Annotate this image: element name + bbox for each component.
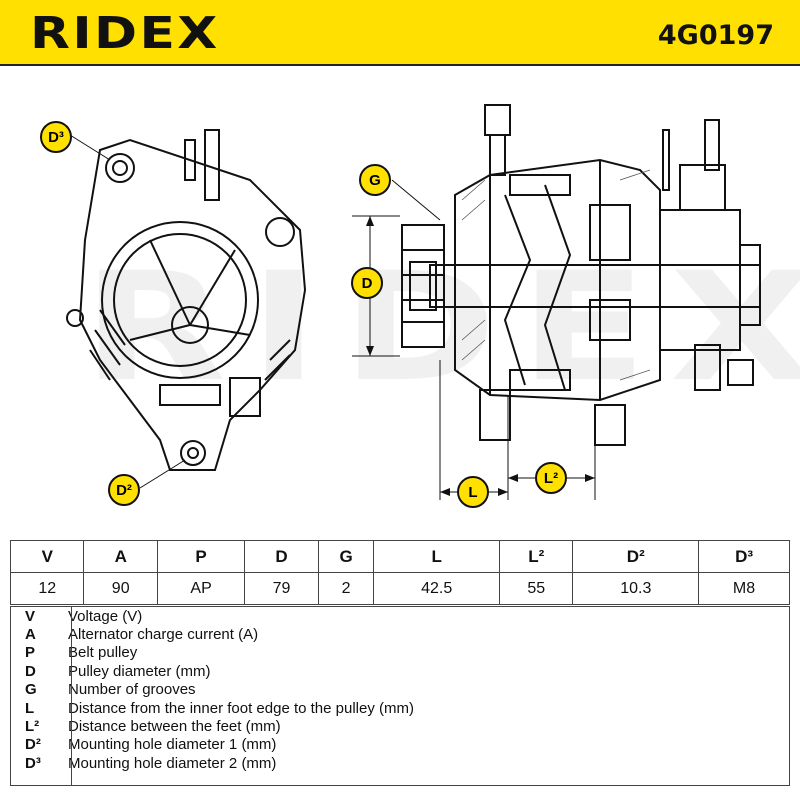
svg-text:G: G — [369, 172, 381, 189]
svg-text:D: D — [362, 275, 373, 292]
spec-value: 10.3 — [572, 572, 700, 605]
legend-item: D² Mounting hole diameter 1 (mm) — [11, 736, 789, 754]
legend-symbol: P — [25, 644, 36, 662]
callout-l: L — [457, 476, 489, 508]
legend-symbol: D — [25, 662, 36, 680]
legend-symbol: A — [25, 626, 36, 644]
legend-symbol: G — [25, 681, 37, 699]
legend-item: V Voltage (V) — [11, 607, 789, 625]
svg-text:L: L — [468, 484, 477, 501]
callout-d: D — [351, 267, 383, 299]
legend-description: Voltage (V) — [68, 607, 143, 625]
legend-description: Number of grooves — [68, 681, 196, 699]
legend-item: L² Distance between the feet (mm) — [11, 717, 789, 735]
legend-description: Mounting hole diameter 2 (mm) — [68, 754, 277, 772]
legend-symbol: V — [25, 607, 36, 625]
legend-description: Pulley diameter (mm) — [68, 662, 211, 680]
spec-header: D² — [572, 540, 700, 573]
spec-header: D³ — [698, 540, 790, 573]
legend-item: L Distance from the inner foot edge to t… — [11, 699, 789, 717]
legend-description: Mounting hole diameter 1 (mm) — [68, 736, 277, 754]
spec-header: G — [317, 540, 375, 573]
alternator-diagram: D³ G D D² L L² — [40, 104, 761, 508]
spec-value: 12 — [9, 572, 85, 605]
callout-d3: D³ — [40, 121, 72, 153]
legend-item: P Belt pulley — [11, 644, 789, 662]
alternator-front-view — [66, 129, 307, 471]
callout-g: G — [359, 164, 391, 196]
spec-header: D — [244, 540, 319, 573]
spec-value: 2 — [317, 572, 375, 605]
spec-header: V — [9, 540, 85, 573]
callout-d2: D² — [108, 474, 140, 506]
legend-divider — [71, 607, 72, 785]
spec-header: A — [83, 540, 158, 573]
legend-symbol: L — [25, 699, 35, 717]
svg-text:L²: L² — [544, 470, 558, 487]
technical-drawing: RIDEX — [0, 66, 800, 540]
spec-value: 55 — [498, 572, 574, 605]
spec-header: L — [373, 540, 500, 573]
spec-header: P — [156, 540, 246, 573]
legend-description: Distance between the feet (mm) — [68, 718, 281, 736]
legend-description: Belt pulley — [68, 644, 138, 662]
svg-text:D²: D² — [116, 482, 132, 499]
part-code: 4G0197 — [657, 20, 774, 51]
spec-value: M8 — [698, 572, 790, 605]
spec-value: 90 — [83, 572, 158, 605]
spec-value: 42.5 — [373, 572, 500, 605]
dimension-arrows — [366, 216, 595, 496]
legend-symbol: D³ — [25, 754, 41, 772]
header-bar: RIDEX 4G0197 — [0, 0, 800, 66]
spec-value: AP — [156, 572, 246, 605]
legend-item: D³ Mounting hole diameter 2 (mm) — [11, 754, 789, 772]
brand-logo: RIDEX — [30, 8, 220, 59]
spec-header-row: V A P D G L L² D² D³ — [9, 540, 790, 573]
legend-description: Distance from the inner foot edge to the… — [68, 699, 414, 717]
legend-symbol: L² — [25, 718, 40, 736]
legend-symbol: D² — [25, 736, 41, 754]
legend-item: D Pulley diameter (mm) — [11, 662, 789, 680]
legend-description: Alternator charge current (A) — [68, 626, 259, 644]
dimension-lines — [69, 134, 596, 500]
spec-table: V A P D G L L² D² D³ 12 90 AP 79 2 42.5 … — [9, 540, 790, 605]
callout-l2: L² — [535, 462, 567, 494]
spec-value: 79 — [244, 572, 319, 605]
legend-item: A Alternator charge current (A) — [11, 625, 789, 643]
spec-header: L² — [498, 540, 574, 573]
legend-box: V Voltage (V) A Alternator charge curren… — [10, 606, 790, 786]
legend-item: G Number of grooves — [11, 681, 789, 699]
alternator-side-view — [401, 104, 761, 446]
spec-value-row: 12 90 AP 79 2 42.5 55 10.3 M8 — [9, 572, 790, 605]
svg-text:D³: D³ — [48, 129, 64, 146]
